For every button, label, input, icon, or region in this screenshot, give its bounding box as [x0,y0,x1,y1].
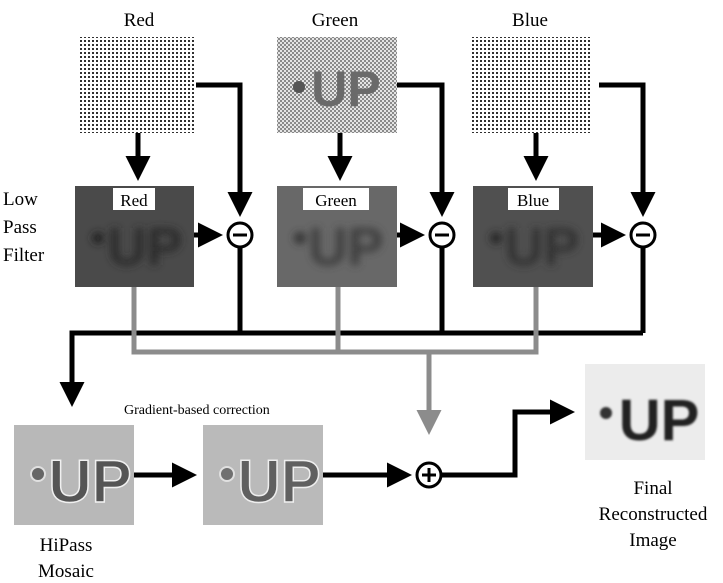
gradient-correction-label: Gradient-based correction [124,403,270,418]
final-label-line2: Reconstructed [599,504,708,525]
final-reconstructed-image: UP [585,364,705,460]
blue-channel-label: Blue [512,10,548,31]
corrected-glyph: UP [237,448,320,515]
final-label-line1: Final [633,478,672,499]
red-to-subtract-arrow [196,82,253,217]
hipass-label-line2: Mosaic [38,561,94,582]
green-lowpass-glyph: UP [308,217,383,277]
red-lowpass-bus-line [131,287,429,355]
green-lowpass-image: UP Green [277,186,397,287]
green-subtract-node [428,221,456,249]
green-to-subtract-arrow [397,82,455,217]
blue-lowpass-label: Blue [517,191,549,210]
blue-sample-mosaic [472,37,591,133]
hipass-mosaic-image: UP [14,425,134,525]
blue-lowpass-glyph: UP [504,217,579,277]
green-lowpass-label: Green [315,191,357,210]
blue-to-subtract-arrow [599,82,656,217]
low-pass-label-line3: Filter [3,245,45,266]
corrected-hipass-image: UP [203,425,323,525]
blue-lowpass-bus-line [429,287,539,355]
hipass-glyph: UP [48,448,131,515]
hipass-bus-arrow [59,330,643,407]
green-sample-glyph: UP [311,61,380,117]
final-glyph: UP [619,388,700,453]
red-channel-label: Red [124,10,155,31]
hipass-label-line1: HiPass [40,535,93,556]
red-subtract-node [226,221,254,249]
final-label-line3: Image [629,530,676,551]
green-channel-label: Green [312,10,359,31]
add-node [415,461,443,489]
blue-lowpass-image: UP Blue [473,186,593,287]
low-pass-label-line2: Pass [3,217,37,238]
red-lowpass-label: Red [120,191,148,210]
add-to-final-arrow [441,399,575,478]
green-sample-mosaic: UP [277,37,397,133]
red-lowpass-image: UP Red [75,186,194,287]
blue-subtract-node [629,221,657,249]
red-sample-mosaic [79,37,196,133]
low-pass-label-line1: Low [3,189,38,210]
red-lowpass-glyph: UP [107,217,182,277]
